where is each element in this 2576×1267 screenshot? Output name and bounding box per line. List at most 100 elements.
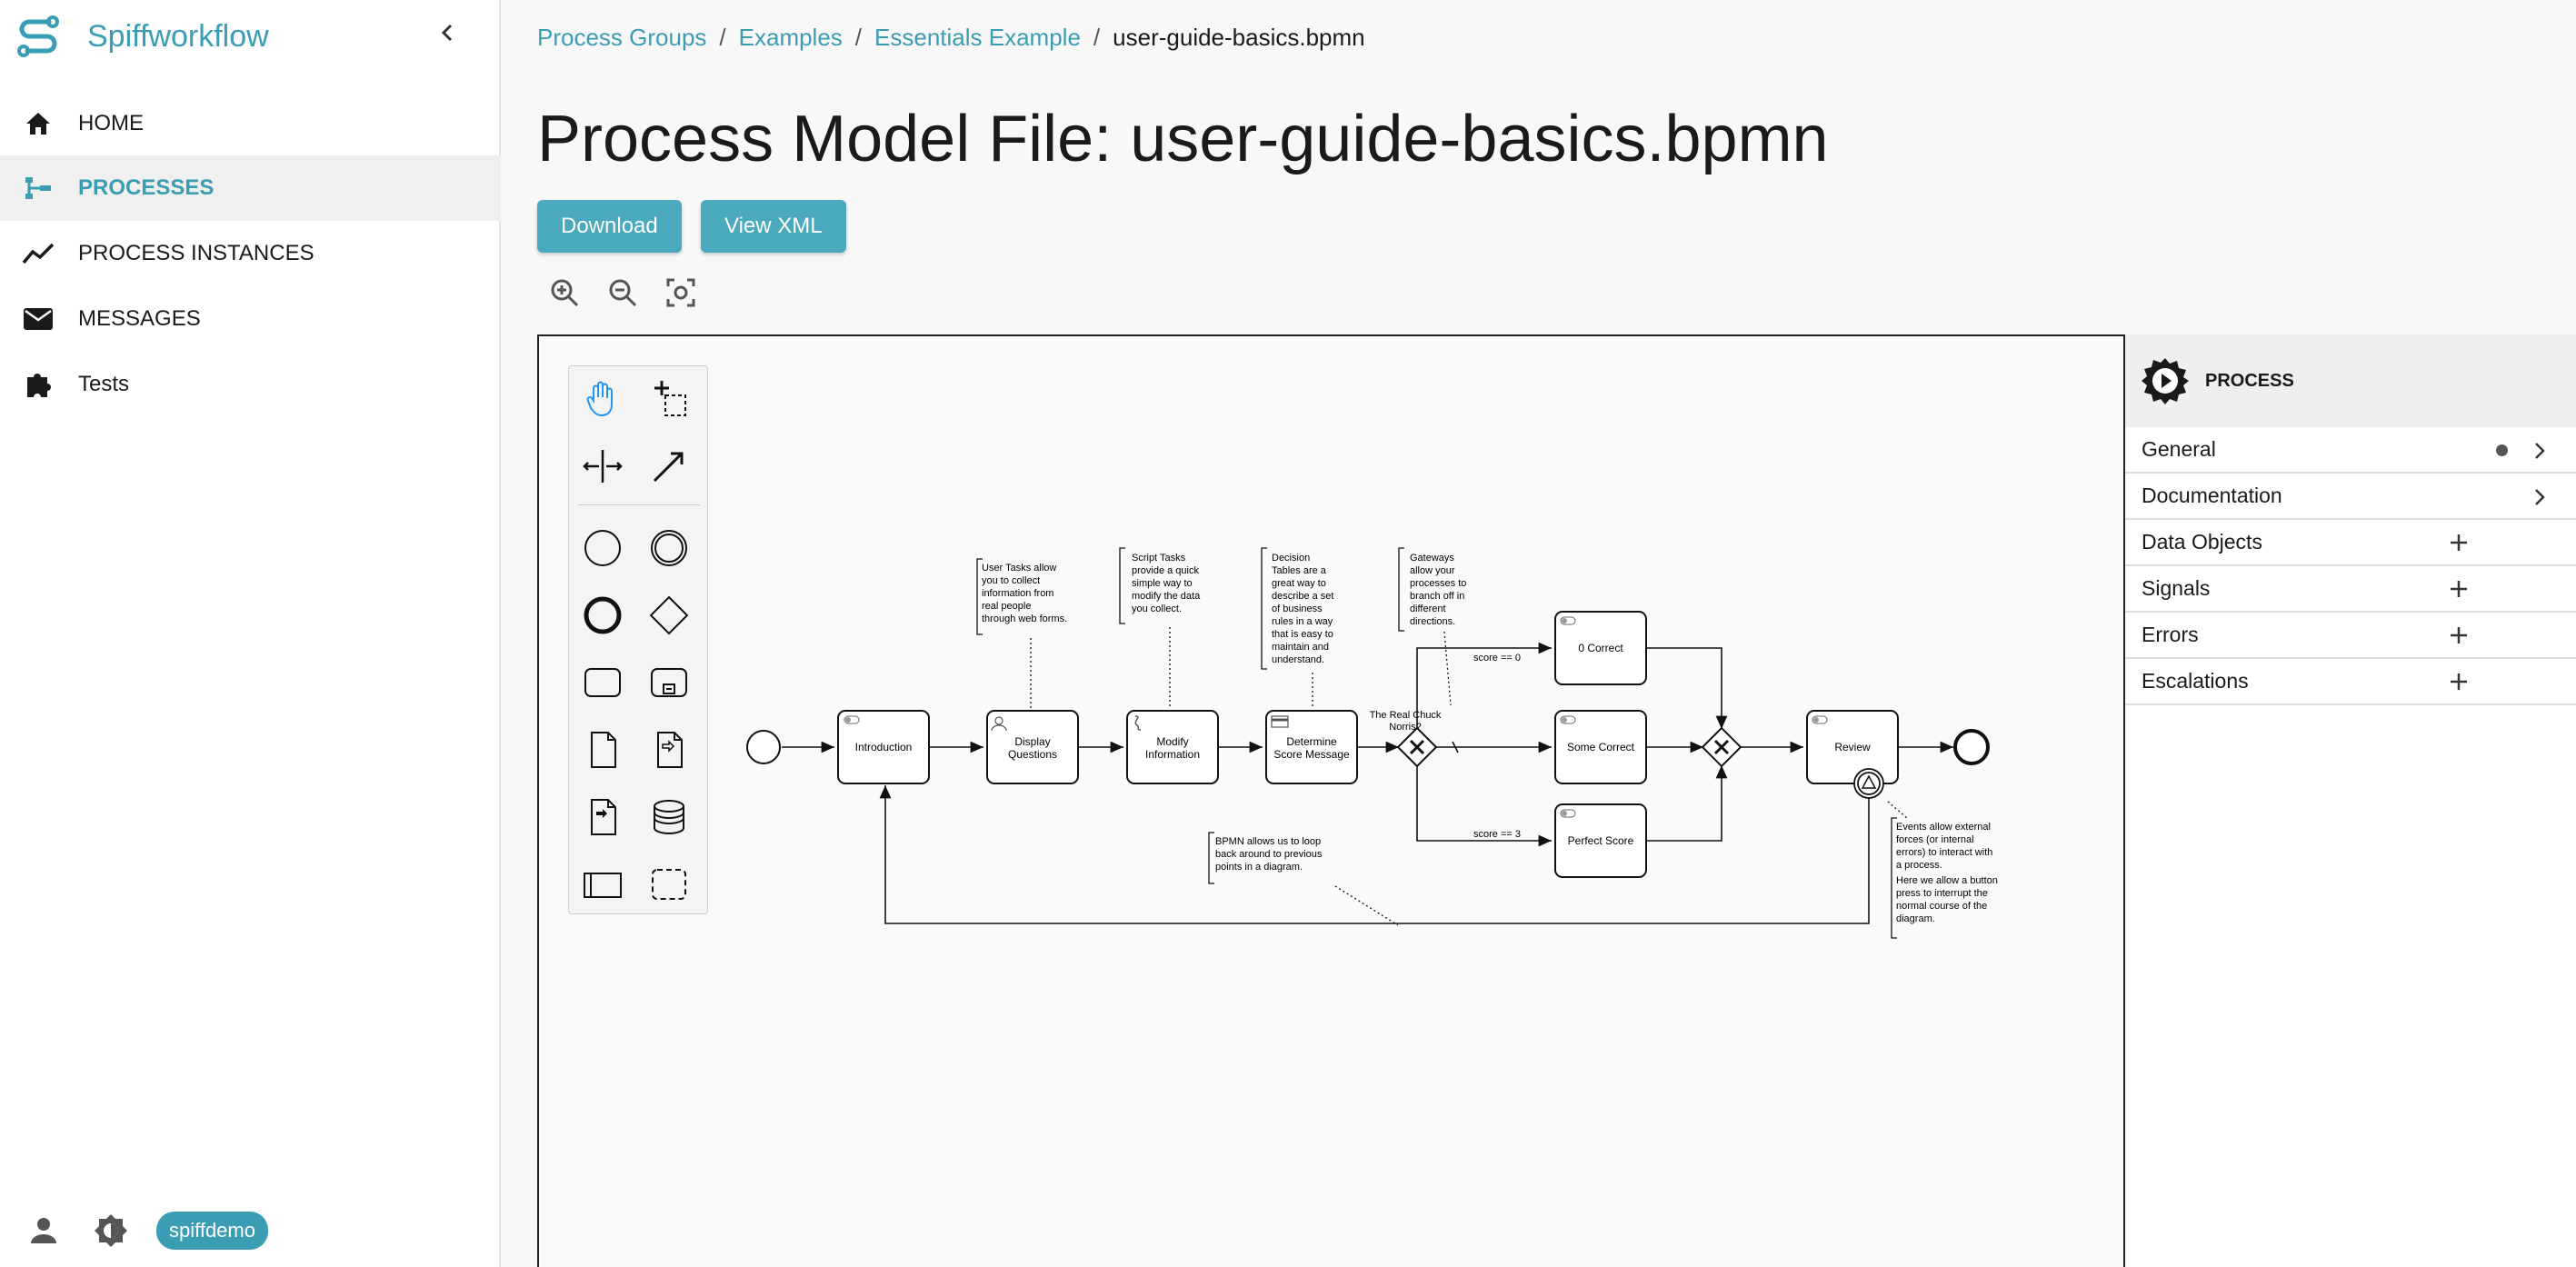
add-icon[interactable] (2449, 533, 2469, 553)
subprocess-tool[interactable] (642, 655, 696, 710)
group-documentation[interactable]: Documentation (2125, 474, 2576, 520)
main-content: Process Groups / Examples / Essentials E… (501, 0, 2576, 1267)
nav-item-home[interactable]: HOME (0, 91, 501, 156)
sidebar: Spiffworkflow HOME PROCESSES PROCESS INS… (0, 0, 501, 1267)
svg-text:a process.: a process. (1896, 860, 1942, 871)
group-tool[interactable] (642, 857, 696, 912)
add-icon[interactable] (2449, 579, 2469, 599)
zoom-out-button[interactable] (603, 273, 643, 313)
svg-text:maintain and: maintain and (1272, 642, 1329, 653)
lasso-tool-icon (654, 381, 686, 416)
chart-line-icon (22, 237, 55, 270)
nav-item-processes[interactable]: PROCESSES (0, 155, 501, 221)
svg-text:directions.: directions. (1410, 616, 1455, 627)
task-label: Score Message (1273, 748, 1350, 761)
task-introduction[interactable]: Introduction (837, 710, 930, 784)
nav-item-tests[interactable]: Tests (0, 352, 501, 417)
space-tool-icon (583, 450, 623, 483)
task-determine-score[interactable]: Determine Score Message (1265, 710, 1358, 784)
username-badge[interactable]: spiffdemo (156, 1212, 268, 1250)
annotation-user-tasks: User Tasks allow you to collect informat… (982, 563, 1067, 624)
task-review[interactable]: Review (1806, 710, 1899, 784)
download-button[interactable]: Download (537, 200, 682, 253)
intermediate-event-tool[interactable] (642, 521, 696, 575)
end-event[interactable] (1953, 729, 1990, 765)
hand-tool[interactable] (575, 372, 630, 426)
start-event-tool[interactable] (575, 521, 630, 575)
group-data-objects[interactable]: Data Objects (2125, 520, 2576, 566)
zoom-in-icon (551, 279, 579, 307)
data-output-icon (591, 799, 616, 835)
bpmn-diagram[interactable]: Introduction Display Questions Modify In… (539, 336, 2125, 1267)
chevron-right-icon (2535, 489, 2545, 505)
svg-text:errors) to interact with: errors) to interact with (1896, 847, 1992, 858)
bpmn-canvas[interactable]: Introduction Display Questions Modify In… (537, 334, 2125, 1267)
pool-icon (584, 873, 622, 898)
space-tool[interactable] (575, 439, 630, 494)
task-zero-correct[interactable]: 0 Correct (1554, 611, 1647, 685)
collapse-sidebar-button[interactable] (436, 16, 458, 49)
text-annotation-lines (1030, 627, 1908, 926)
breadcrumb-link[interactable]: Essentials Example (874, 24, 1081, 51)
boundary-event[interactable] (1853, 768, 1884, 799)
exclusive-gateway-join[interactable] (1701, 726, 1742, 768)
gateway-label: The Real Chuck (1370, 710, 1442, 721)
task-some-correct[interactable]: Some Correct (1554, 710, 1647, 784)
group-general[interactable]: General (2125, 427, 2576, 474)
svg-text:information from: information from (982, 588, 1053, 599)
group-label: Errors (2142, 623, 2199, 646)
properties-panel: PROCESS General Documentation Data Objec… (2123, 334, 2576, 1267)
task-tool[interactable] (575, 655, 630, 710)
annotation-loop: BPMN allows us to loop back around to pr… (1215, 836, 1323, 873)
zoom-fit-button[interactable] (661, 273, 701, 313)
pool-tool[interactable] (575, 857, 630, 912)
task-display-questions[interactable]: Display Questions (986, 710, 1079, 784)
svg-text:provide a quick: provide a quick (1132, 565, 1199, 576)
task-perfect-score[interactable]: Perfect Score (1554, 803, 1647, 878)
svg-text:Script Tasks: Script Tasks (1132, 553, 1186, 564)
annotation-script-tasks: Script Tasks provide a quick simple way … (1132, 553, 1201, 614)
flow-label: score == 0 (1473, 653, 1521, 663)
zoom-in-button[interactable] (544, 273, 584, 313)
add-icon[interactable] (2449, 672, 2469, 692)
add-icon[interactable] (2449, 625, 2469, 645)
data-input-tool[interactable] (642, 723, 696, 777)
group-errors[interactable]: Errors (2125, 613, 2576, 659)
end-event-icon (584, 596, 622, 634)
svg-text:allow your: allow your (1410, 565, 1455, 576)
gateway-label: Norris? (1389, 722, 1421, 733)
svg-text:you collect.: you collect. (1132, 604, 1182, 614)
end-event-tool[interactable] (575, 588, 630, 643)
user-icon[interactable] (25, 1212, 62, 1249)
group-escalations[interactable]: Escalations (2125, 659, 2576, 705)
breadcrumb-link[interactable]: Examples (738, 24, 843, 51)
nav-item-process-instances[interactable]: PROCESS INSTANCES (0, 221, 501, 286)
connect-tool[interactable] (642, 439, 696, 494)
exclusive-gateway-split[interactable]: The Real Chuck Norris? (1370, 710, 1442, 768)
lasso-tool[interactable] (642, 372, 696, 426)
task-label: 0 Correct (1578, 642, 1623, 654)
group-signals[interactable]: Signals (2125, 566, 2576, 613)
breadcrumb-link[interactable]: Process Groups (537, 24, 707, 51)
theme-toggle-icon[interactable] (93, 1212, 129, 1249)
data-object-tool[interactable] (575, 723, 630, 777)
palette-divider (578, 504, 700, 505)
data-output-tool[interactable] (575, 790, 630, 844)
page-title: Process Model File: user-guide-basics.bp… (537, 103, 1829, 175)
properties-header: PROCESS (2125, 334, 2576, 427)
zoom-out-icon (609, 279, 637, 307)
gateway-tool[interactable] (642, 588, 696, 643)
svg-text:simple way to: simple way to (1132, 578, 1193, 589)
arrow-connect-icon (653, 452, 684, 483)
svg-text:points in a diagram.: points in a diagram. (1215, 862, 1303, 873)
nav-item-messages[interactable]: MESSAGES (0, 286, 501, 352)
view-xml-button[interactable]: View XML (701, 200, 846, 253)
task-modify-information[interactable]: Modify Information (1126, 710, 1219, 784)
nav-label: Tests (78, 372, 130, 396)
home-icon (22, 107, 55, 140)
start-event[interactable] (746, 730, 781, 764)
app-logo[interactable]: Spiffworkflow (15, 9, 269, 64)
data-input-icon (657, 732, 683, 768)
data-store-tool[interactable] (642, 790, 696, 844)
task-icon (584, 668, 621, 697)
